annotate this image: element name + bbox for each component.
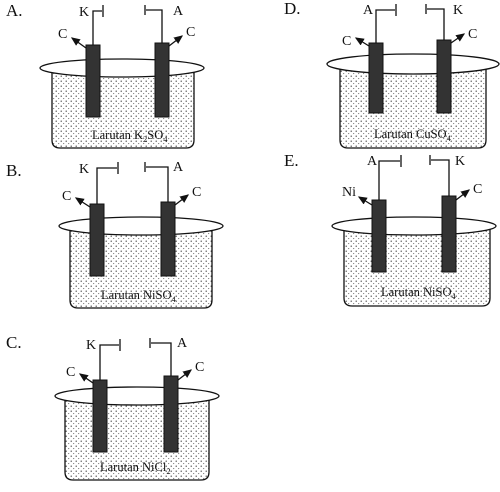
electrode-rod: [160, 201, 176, 277]
wire-right: [431, 159, 450, 196]
electrode-pointer: [174, 194, 190, 206]
electrode-pointer: [74, 197, 91, 208]
terminal-right-label: K: [453, 3, 463, 18]
wire-left: [378, 160, 400, 200]
terminal-left-label: K: [79, 162, 89, 177]
solution-formula: NiSO: [423, 285, 451, 299]
terminal-right-label: A: [173, 4, 184, 19]
terminal-left-label: A: [367, 154, 378, 169]
electrode-left-label: C: [62, 189, 71, 204]
solution-prefix: Larutan: [381, 285, 423, 299]
beaker-rim: [326, 53, 500, 75]
wire-right: [427, 8, 445, 40]
electrode-rod: [441, 195, 457, 273]
electrode-pointer: [357, 196, 373, 206]
wire-left: [92, 10, 102, 45]
solution-subscript-2: 4: [163, 134, 168, 144]
electrode-rod: [368, 42, 384, 114]
wire-left: [375, 9, 395, 43]
electrode-pointer: [455, 189, 471, 201]
solution-subscript: 4: [447, 133, 452, 143]
electrode-pointer: [177, 369, 193, 381]
electrode-rod: [89, 203, 105, 277]
solution-subscript: 2: [143, 134, 147, 144]
solution-label: Larutan NiCl2: [100, 460, 171, 476]
electrode-rod: [154, 42, 170, 118]
electrode-right-label: C: [192, 185, 201, 200]
solution-subscript: 4: [451, 291, 456, 301]
electrode-right-label: C: [186, 25, 195, 40]
solution-label: Larutan CuSO4: [374, 127, 452, 143]
terminal-right-label: K: [455, 154, 465, 169]
electrode-pointer: [450, 33, 466, 44]
solution-prefix: Larutan: [100, 460, 142, 474]
electrode-left-label: C: [342, 34, 351, 49]
cell-a: A. K A C C Larutan K2SO4: [6, 1, 205, 149]
solution-formula: NiCl: [142, 460, 167, 474]
wire-right: [146, 166, 169, 202]
solution-formula: CuSO: [416, 127, 447, 141]
solution-label: Larutan NiSO4: [381, 285, 456, 301]
beaker-rim: [39, 58, 205, 78]
solution-label: Larutan NiSO4: [101, 288, 176, 304]
solution-prefix: Larutan: [92, 128, 134, 142]
option-label: C.: [6, 333, 22, 352]
electrode-rod: [92, 379, 108, 453]
electrode-left-label: Ni: [342, 185, 356, 200]
beaker-rim: [54, 386, 220, 406]
solution-formula: K: [134, 128, 143, 142]
electrode-pointer: [354, 37, 370, 47]
solution-prefix: Larutan: [374, 127, 416, 141]
electrode-right-label: C: [468, 27, 477, 42]
wire-left: [99, 344, 119, 380]
solution-subscript: 4: [171, 294, 176, 304]
terminal-left-label: K: [79, 5, 89, 20]
beaker-rim: [58, 216, 224, 236]
electrode-rod: [436, 39, 452, 114]
electrode-pointer: [168, 35, 184, 47]
option-label: B.: [6, 161, 22, 180]
beaker-rim: [331, 216, 497, 236]
option-label: E.: [284, 151, 299, 170]
electrode-left-label: C: [66, 365, 75, 380]
cell-c: C. K A C C Larutan NiCl2: [6, 333, 220, 481]
option-label: D.: [284, 0, 301, 18]
solution-label: Larutan K2SO4: [92, 128, 168, 144]
electrode-rod: [85, 44, 101, 118]
cell-e: E. A K Ni C Larutan NiSO4: [284, 151, 497, 307]
electrode-right-label: C: [195, 360, 204, 375]
wire-right: [151, 342, 172, 376]
beaker-body: [69, 226, 213, 309]
electrode-rod: [371, 199, 387, 273]
terminal-left-label: K: [86, 338, 96, 353]
cell-d: D. A K C C Larutan CuSO4: [284, 0, 500, 149]
electrode-left-label: C: [58, 27, 67, 42]
option-label: A.: [6, 1, 23, 20]
solution-formula: NiSO: [143, 288, 171, 302]
electrode-pointer: [70, 37, 87, 49]
wire-right: [146, 9, 163, 43]
terminal-left-label: A: [363, 3, 374, 18]
electrode-pointer: [78, 373, 94, 384]
solution-formula-2: SO: [147, 128, 163, 142]
terminal-right-label: A: [173, 160, 184, 175]
terminal-right-label: A: [177, 336, 188, 351]
cell-b: B. K A C C Larutan NiSO4: [6, 160, 224, 309]
electrode-rod: [163, 375, 179, 453]
electrode-right-label: C: [473, 182, 482, 197]
solution-subscript: 2: [166, 466, 170, 476]
solution-prefix: Larutan: [101, 288, 143, 302]
wire-left: [96, 167, 117, 204]
